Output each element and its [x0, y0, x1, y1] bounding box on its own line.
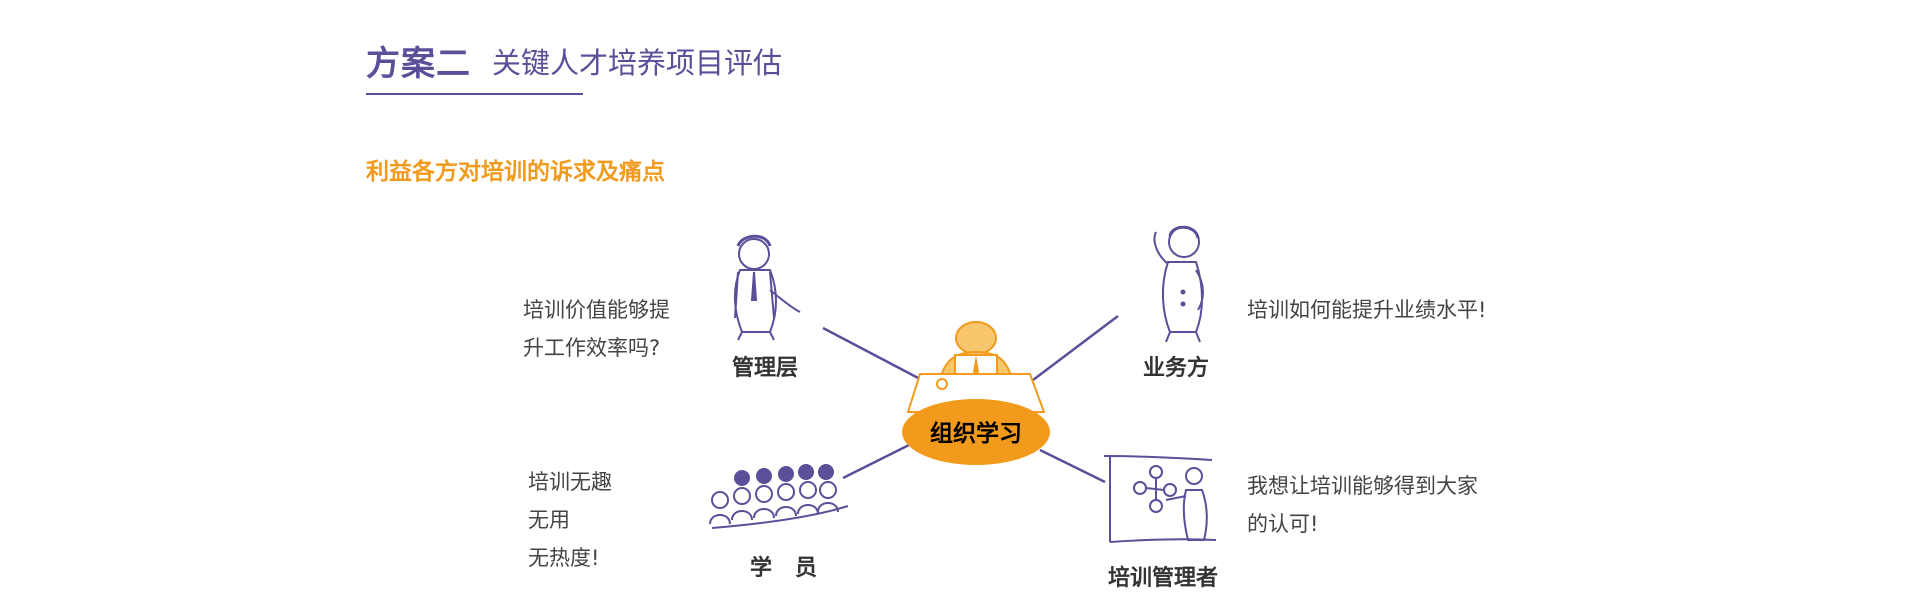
connector-lines	[822, 315, 1119, 484]
role-management: 管理层	[732, 356, 799, 381]
quote-management: 培训价值能够提 升工作效率吗?	[523, 298, 670, 360]
quote-students: 培训无趣 无用 无热度!	[528, 470, 612, 570]
page-title: 方案二	[366, 44, 471, 84]
connector-training-manager	[1039, 448, 1106, 484]
center-label: 组织学习	[930, 420, 1022, 447]
center-person-icon	[906, 321, 1046, 413]
role-business: 业务方	[1143, 356, 1210, 381]
role-students: 学 员	[750, 556, 817, 581]
quote-training-manager: 我想让培训能够得到大家 的认可!	[1247, 474, 1478, 536]
title-underline	[366, 93, 583, 95]
connector-students	[842, 441, 914, 480]
business-figure-icon	[1153, 225, 1204, 343]
section-heading: 利益各方对培训的诉求及痛点	[366, 159, 665, 185]
center-node	[902, 399, 1050, 465]
connector-management	[822, 326, 923, 382]
manager-figure-icon	[733, 234, 801, 341]
page-subtitle: 关键人才培养项目评估	[492, 46, 783, 80]
connector-business	[1032, 315, 1119, 381]
quote-business: 培训如何能提升业绩水平!	[1247, 298, 1487, 322]
trainer-whiteboard-icon	[1103, 455, 1217, 543]
role-training-manager: 培训管理者	[1108, 566, 1219, 591]
students-group-icon	[709, 464, 849, 529]
